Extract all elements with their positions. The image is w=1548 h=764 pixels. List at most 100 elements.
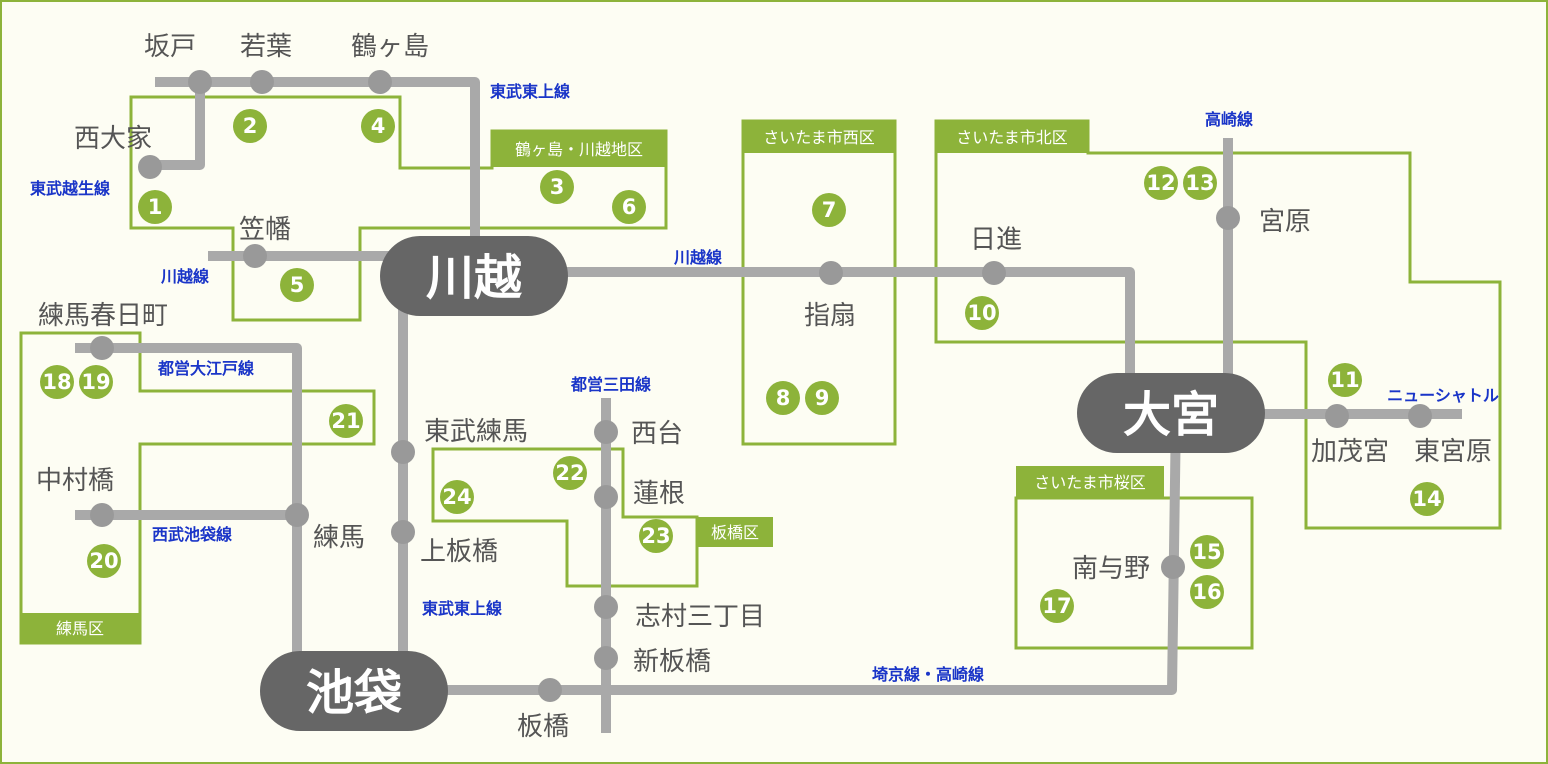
marker-17[interactable]: 17 (1040, 589, 1074, 623)
marker-8[interactable]: 8 (766, 381, 800, 415)
station-wakaba: 若葉 (240, 32, 292, 62)
marker-1[interactable]: 1 (138, 190, 172, 224)
marker-2[interactable]: 2 (233, 109, 267, 143)
marker-number: 22 (555, 461, 584, 485)
line-label-takasaki: 高崎線 (1205, 110, 1253, 129)
marker-number: 13 (1185, 171, 1214, 195)
marker-9[interactable]: 9 (805, 381, 839, 415)
station-dot (188, 70, 212, 94)
marker-10[interactable]: 10 (965, 296, 999, 330)
station-dots (90, 70, 1432, 702)
marker-16[interactable]: 16 (1190, 575, 1224, 609)
marker-number: 20 (89, 549, 118, 573)
marker-13[interactable]: 13 (1183, 166, 1217, 200)
station-miyahara: 宮原 (1259, 207, 1311, 237)
station-dot (285, 503, 309, 527)
marker-24[interactable]: 24 (440, 480, 474, 514)
marker-number: 7 (822, 198, 837, 222)
marker-number: 24 (442, 485, 471, 509)
marker-12[interactable]: 12 (1144, 166, 1178, 200)
marker-number: 5 (290, 273, 305, 297)
station-dot (982, 261, 1006, 285)
line-tobu-ogose (150, 82, 205, 170)
region-tag-kita-ku: さいたま市北区 (956, 128, 1068, 147)
region-tag-bg (492, 131, 666, 167)
region-tag-itabashi-ku: 板橋区 (711, 523, 759, 542)
marker-22[interactable]: 22 (553, 456, 587, 490)
region-tsurugashima-kawagoe (129, 95, 668, 322)
station-dot (391, 440, 415, 464)
line-oedo (75, 343, 302, 690)
marker-21[interactable]: 21 (329, 404, 363, 438)
station-dot (1325, 404, 1349, 428)
station-dot (594, 646, 618, 670)
marker-19[interactable]: 19 (79, 365, 113, 399)
station-dot (90, 336, 114, 360)
station-dot (391, 520, 415, 544)
station-minamiyono: 南与野 (1072, 554, 1150, 584)
marker-20[interactable]: 20 (87, 544, 121, 578)
marker-15[interactable]: 15 (1190, 535, 1224, 569)
region-tag-sakura-ku: さいたま市桜区 (1034, 473, 1146, 492)
marker-11[interactable]: 11 (1328, 363, 1362, 397)
station-dot (594, 595, 618, 619)
marker-number: 21 (331, 409, 360, 433)
marker-number: 19 (81, 370, 110, 394)
marker-number: 4 (371, 114, 386, 138)
station-nishioya: 西大家 (74, 124, 152, 154)
marker-18[interactable]: 18 (40, 365, 74, 399)
marker-23[interactable]: 23 (639, 519, 673, 553)
marker-number: 10 (967, 301, 996, 325)
line-label-saikyo-takasaki: 埼京線・高崎線 (872, 665, 984, 684)
station-dot (90, 503, 114, 527)
station-dot (594, 420, 618, 444)
line-label-tobu-ogose: 東武越生線 (30, 179, 110, 198)
marker-number: 23 (641, 524, 670, 548)
line-label-new-shuttle: ニューシャトル (1387, 386, 1499, 405)
marker-7[interactable]: 7 (812, 193, 846, 227)
station-shinitabashi: 新板橋 (633, 647, 711, 677)
station-dot (538, 678, 562, 702)
station-nerimakasugacho: 練馬春日町 (38, 301, 168, 331)
hub-ikebukuro: 池袋 (306, 665, 402, 721)
marker-number: 6 (622, 195, 637, 219)
marker-6[interactable]: 6 (612, 190, 646, 224)
marker-number: 11 (1330, 368, 1359, 392)
region-tag-nishi-ku: さいたま市西区 (763, 128, 875, 147)
line-label-mita: 都営三田線 (570, 375, 651, 394)
marker-number: 12 (1146, 171, 1175, 195)
hub-stations: 川越 大宮 池袋 (260, 236, 1265, 731)
station-kamoemiya: 加茂宮 (1311, 437, 1389, 467)
marker-number: 17 (1042, 594, 1071, 618)
marker-number: 3 (550, 175, 565, 199)
station-nisshin: 日進 (970, 225, 1022, 255)
region-tags: 鶴ヶ島・川越地区 さいたま市西区 さいたま市北区 さいたま市桜区 練馬区 板橋区 (21, 121, 1164, 643)
marker-number: 15 (1192, 540, 1221, 564)
marker-14[interactable]: 14 (1410, 482, 1444, 516)
station-dot (819, 261, 843, 285)
marker-number: 2 (243, 114, 258, 138)
station-shimurasanchome: 志村三丁目 (635, 602, 765, 632)
region-tag-bg (743, 121, 895, 153)
station-dot (1408, 404, 1432, 428)
station-higashimiyahara: 東宮原 (1414, 437, 1492, 467)
line-label-seibu-ikebukuro: 西武池袋線 (152, 525, 232, 544)
marker-4[interactable]: 4 (361, 109, 395, 143)
marker-5[interactable]: 5 (280, 268, 314, 302)
marker-number: 14 (1412, 487, 1441, 511)
marker-number: 1 (148, 195, 163, 219)
hub-ikebukuro-pill (260, 651, 448, 731)
station-dot (368, 70, 392, 94)
station-itabashi: 板橋 (517, 712, 569, 742)
hub-omiya-pill (1077, 373, 1265, 453)
station-dot (1216, 206, 1240, 230)
station-hasune: 蓮根 (633, 479, 685, 509)
region-itabashi-ku (431, 447, 699, 588)
station-tsurugashima: 鶴ヶ島 (351, 32, 429, 62)
station-nishidai: 西台 (631, 419, 683, 449)
marker-number: 9 (815, 386, 830, 410)
region-tag-bg (697, 517, 773, 547)
station-dot (594, 485, 618, 509)
marker-3[interactable]: 3 (540, 170, 574, 204)
